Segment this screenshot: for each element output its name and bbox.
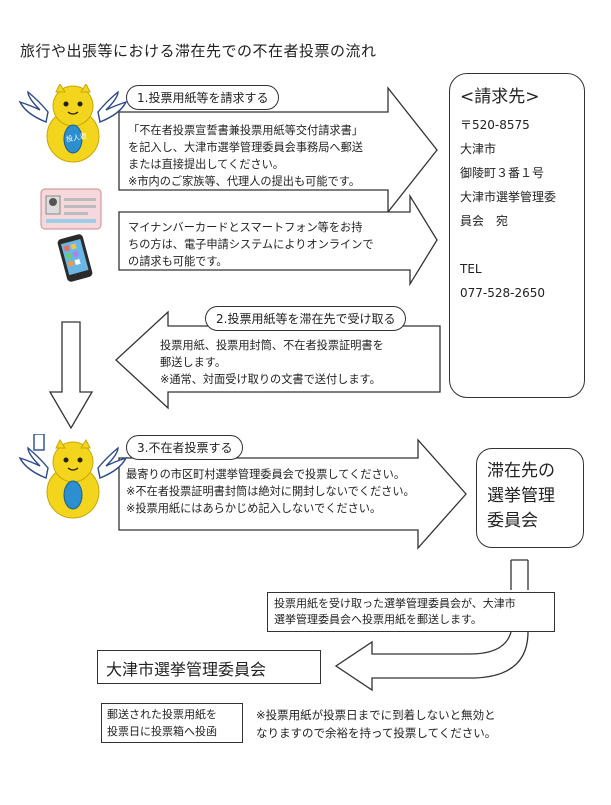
step1-text: 「不在者投票宣誓書兼投票用紙等交付請求書」 を記入し、大津市選挙管理委員会事務局… xyxy=(128,124,363,188)
footer-note: ※投票用紙が投票日までに到着しないと無効と なりますので余裕を持って投票してくだ… xyxy=(256,708,497,740)
page-title: 旅行や出張等における滞在先での不在者投票の流れ xyxy=(20,42,377,60)
request-destination-box: <請求先> 〒520-8575 大津市 御陵町３番１号 大津市選挙管理委 員会 … xyxy=(449,73,585,398)
request-title: <請求先> xyxy=(460,87,540,107)
step2-text: 投票用紙、投票用封筒、不在者投票証明書を 郵送します。 ※通常、対面受け取りの文… xyxy=(160,339,384,386)
smartphone-icon xyxy=(57,234,93,282)
arrow-step1 xyxy=(118,86,438,214)
tel-number: 077-528-2650 xyxy=(460,286,546,300)
mascot-icon xyxy=(18,84,128,163)
step1-label: 1.投票用紙等を請求する xyxy=(126,85,280,110)
arrow-down xyxy=(48,321,94,430)
address-city: 大津市 xyxy=(460,142,497,156)
step2-label: 2.投票用紙等を滞在先で受け取る xyxy=(205,306,407,331)
step3-text: 最寄りの市区町村選挙管理委員会で投票してください。 ※不在者投票証明書封筒は絶対… xyxy=(126,468,415,515)
spacer xyxy=(460,233,574,257)
otsu-committee-box: 大津市選挙管理委員会 xyxy=(97,650,321,684)
my-number-card-icon xyxy=(40,188,102,230)
address-street: 御陵町３番１号 xyxy=(460,166,545,180)
addressee-line2: 員会 宛 xyxy=(460,214,509,228)
arrow-step1-online xyxy=(118,193,438,287)
tel-label: TEL xyxy=(460,262,482,276)
mail-forward-note: 投票用紙を受け取った選挙管理委員会が、大津市 選挙管理委員会へ投票用紙を郵送しま… xyxy=(267,592,555,632)
arrow-return xyxy=(334,560,529,692)
arrow-step3 xyxy=(118,438,467,550)
destination-committee-box: 滞在先の 選挙管理 委員会 xyxy=(476,448,584,548)
mascot-voting-icon xyxy=(18,434,128,519)
step3-label: 3.不在者投票する xyxy=(126,435,244,460)
ballot-box-note: 郵送された投票用紙を 投票日に投票箱へ投函 xyxy=(101,703,243,743)
postal-code: 〒520-8575 xyxy=(460,118,530,132)
addressee-line1: 大津市選挙管理委 xyxy=(460,190,557,204)
arrow-step2 xyxy=(115,310,441,410)
step1-online-text: マイナンバーカードとスマートフォン等をお持 ちの方は、電子申請システムによりオン… xyxy=(128,221,374,268)
